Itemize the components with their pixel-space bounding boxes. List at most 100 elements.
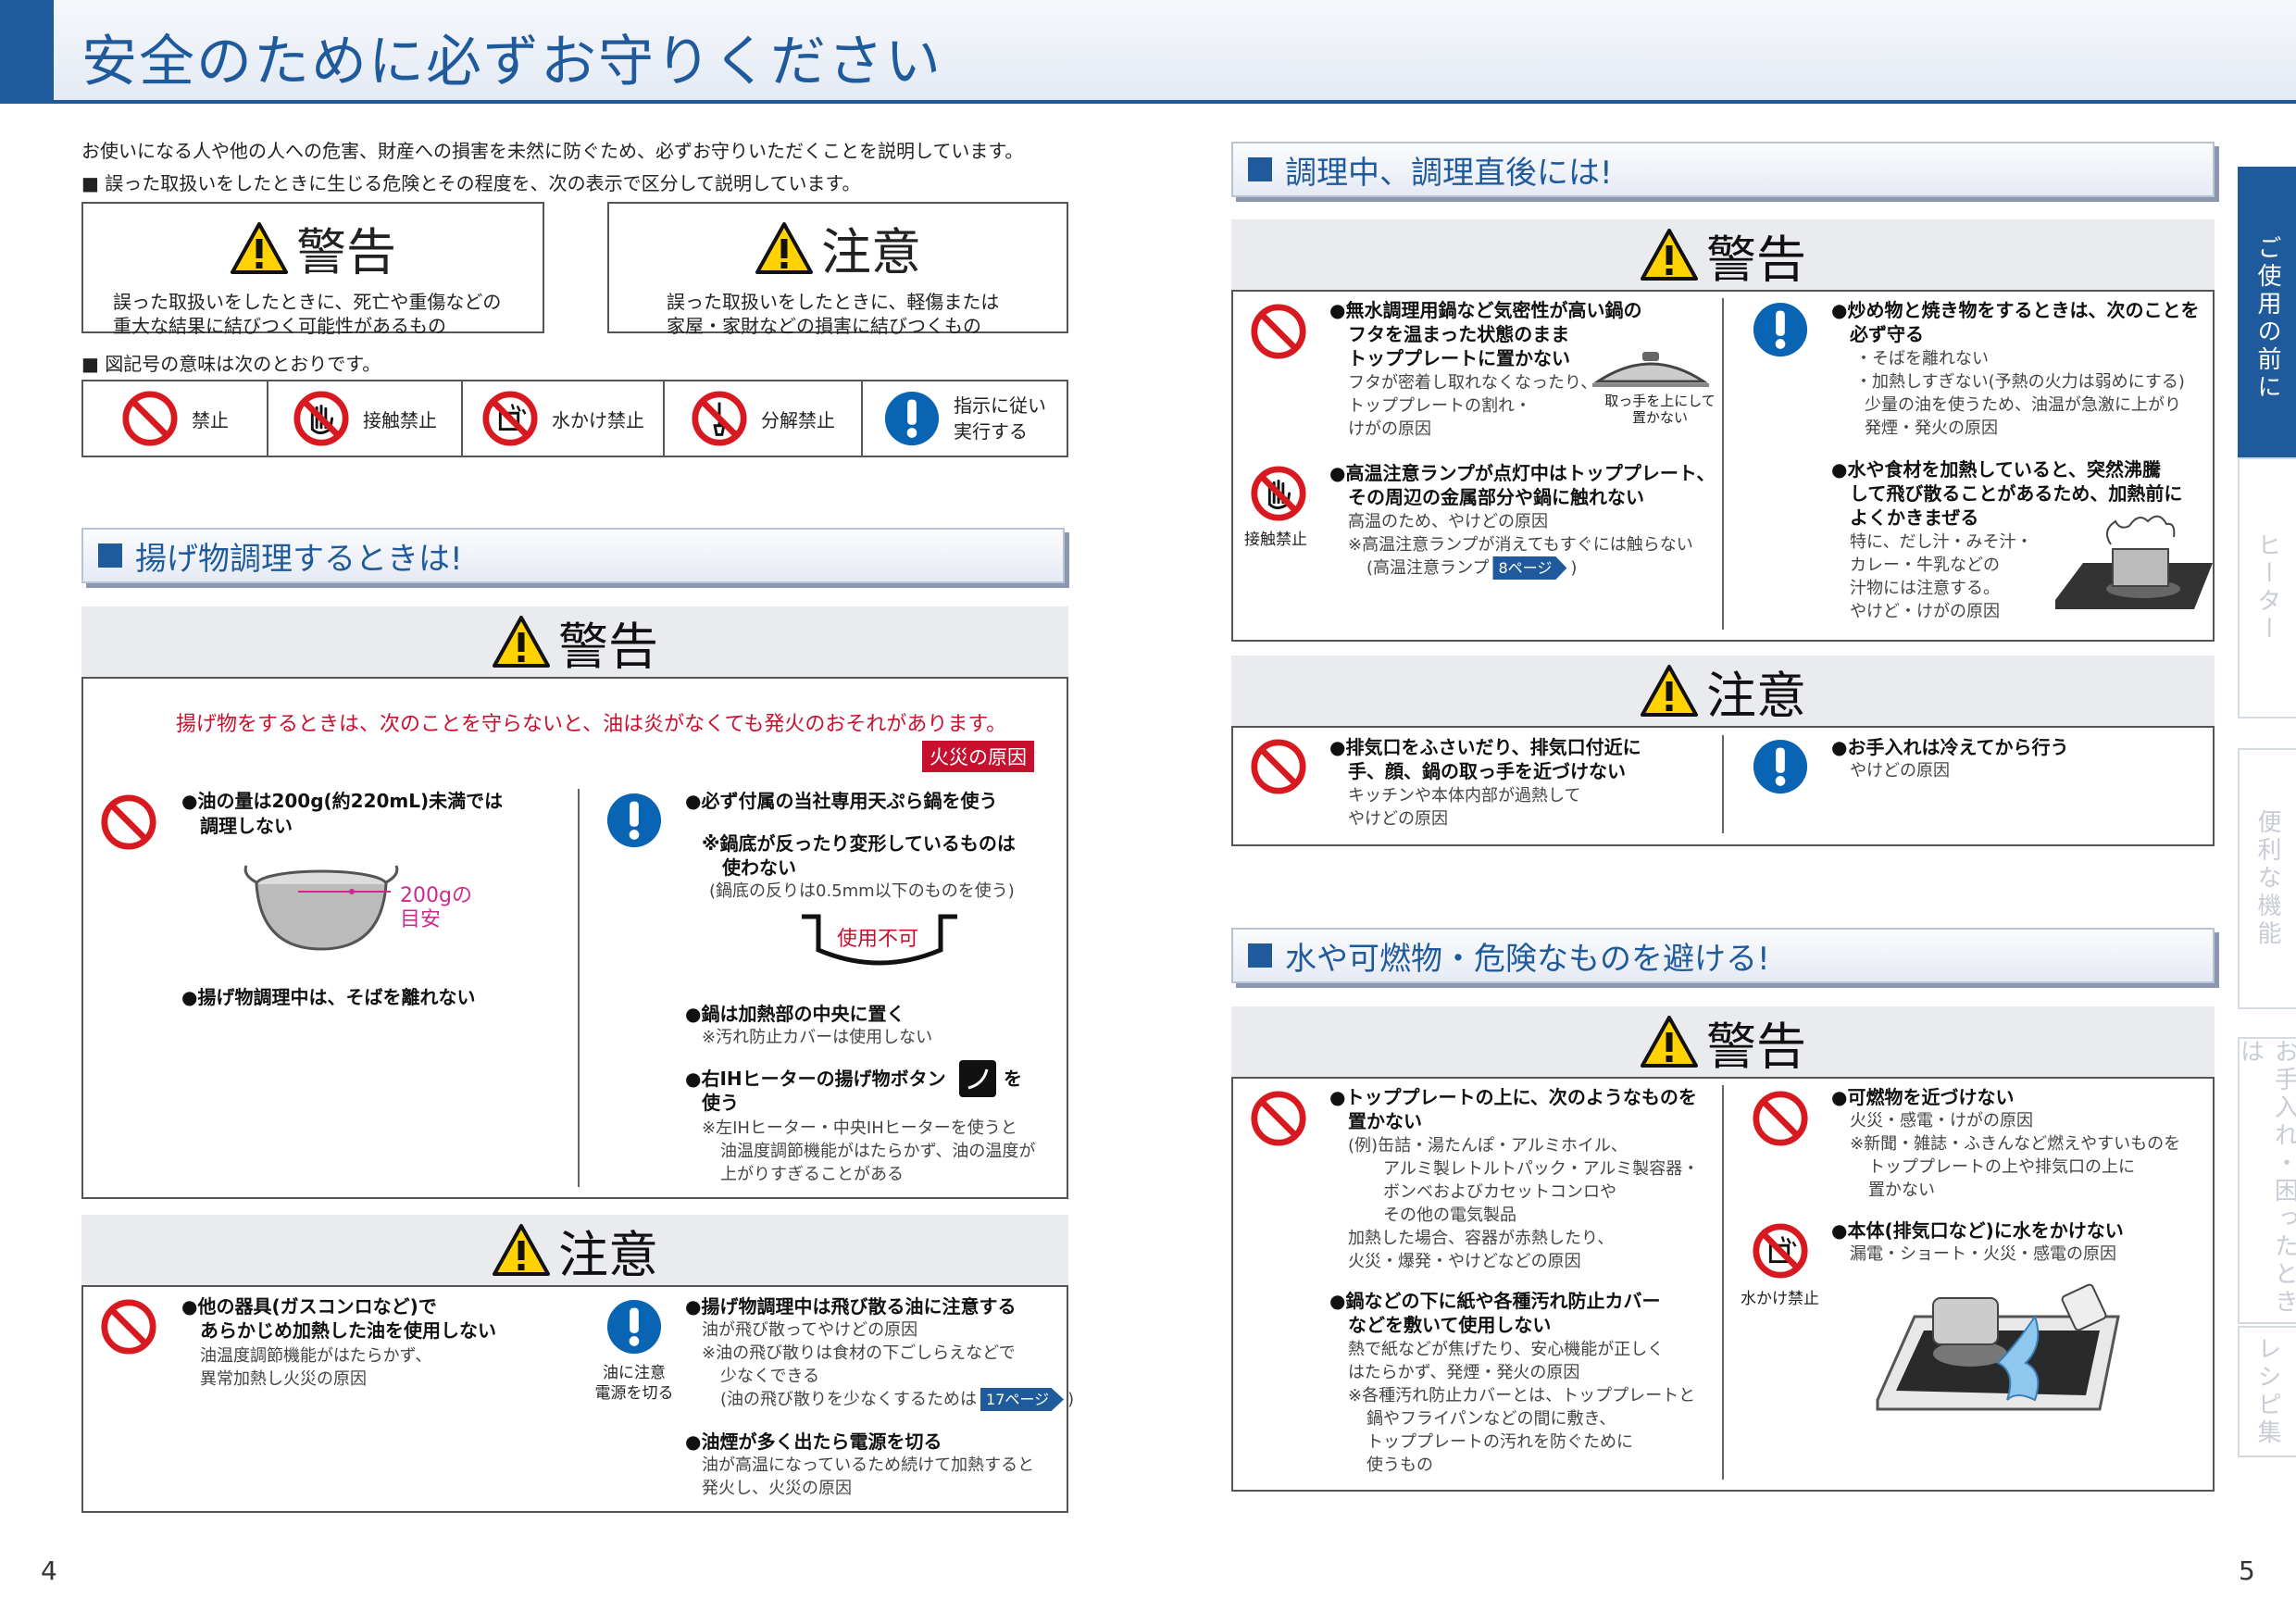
prohibited-icon: [100, 793, 157, 851]
intro-line2: ■ 誤った取扱いをしたときに生じる危険とその程度を、次の表示で区分して説明してい…: [81, 172, 861, 194]
water-rule-paper: ●鍋などの下に紙や各種汚れ防止カバー: [1329, 1290, 1661, 1312]
cook-rule-boil-note4: やけど・けがの原因: [1850, 602, 2000, 621]
unusable-label: 使用不可: [837, 928, 919, 951]
page-ref-8[interactable]: 8ページ: [1492, 556, 1567, 580]
water-rule-items-note5: 加熱した場合、容器が赤熱したり、: [1348, 1229, 1615, 1248]
cook-rule-lid-2: フタを温まった状態のまま: [1348, 323, 1570, 345]
square-bullet-icon: [1248, 943, 1272, 968]
cook-rule-stirfry-note1: ・そばを離れない: [1855, 349, 1989, 369]
divider: [1722, 298, 1724, 630]
legend-no-touch: 接触禁止: [268, 381, 463, 456]
fry-caution-rule3-note1: 油が高温になっているため続けて加熱すると: [702, 1455, 1035, 1475]
water-rule-items-note4: その他の電気製品: [1383, 1206, 1516, 1225]
cook-rule-stirfry: ●炒め物と焼き物をするときは、次のことを: [1831, 299, 2200, 321]
tab-label: ご使用の前に: [2253, 235, 2281, 402]
fry-caution-rule2-note2: ※油の飛び散りは食材の下ごしらえなどで: [702, 1343, 1016, 1363]
water-spill-illustration: [1876, 1283, 2120, 1411]
instruction-icon: [1752, 301, 1809, 358]
tab-label: レシピ集: [2253, 1336, 2281, 1447]
instruction-icon-label: 油に注意電源を切る: [593, 1363, 676, 1404]
fire-cause-badge: 火災の原因: [922, 741, 1034, 772]
water-rule-paper-note2: はたらかず、発煙・発火の原因: [1348, 1363, 1580, 1382]
tab-maintenance[interactable]: お手入れ・困ったときは: [2237, 1037, 2296, 1324]
fry-caution-rule3: ●油煙が多く出たら電源を切る: [685, 1430, 942, 1453]
water-rule-items-note2: アルミ製レトルトパック・アルミ製容器・: [1383, 1159, 1700, 1179]
fry-warning-box: [81, 606, 1068, 1199]
legend-label: 水かけ禁止: [552, 408, 644, 431]
water-rule-items: ●トッププレートの上に、次のようなものを: [1329, 1086, 1697, 1108]
water-rule-items-note1: (例)缶詰・湯たんぽ・アルミホイル、: [1348, 1136, 1628, 1156]
warning-level-desc1: 誤った取扱いをしたときに、死亡や重傷などの: [113, 291, 502, 313]
tab-recipes[interactable]: レシピ集: [2238, 1326, 2296, 1457]
cook-caution-rule1-note1: キッチンや本体内部が過熱して: [1348, 786, 1581, 806]
note-text: (高温注意ランプ: [1366, 558, 1490, 578]
fry-rule-oil-amount: ●油の量は200g(約220mL)未満では: [181, 790, 504, 812]
oil-level-label: 200gの目安: [400, 884, 472, 932]
lid-caption: 取っ手を上にして置かない: [1591, 393, 1729, 426]
warning-level-title: 警告: [296, 223, 396, 281]
oil-level-label-2: 目安: [400, 908, 442, 931]
icon-label-1: 油に注意: [603, 1364, 666, 1382]
caution-triangle-icon: [492, 1223, 551, 1277]
page-number-right: 5: [2239, 1555, 2255, 1586]
lid-illustration: [1592, 352, 1709, 387]
water-warning-header: 警告: [1231, 1006, 2215, 1079]
section-cooking-heading: 調理中、調理直後には!: [1231, 142, 2215, 197]
cook-rule-boil-3: よくかきまぜる: [1850, 506, 1979, 529]
fry-caution-rule2-note3: 少なくできる: [720, 1367, 820, 1386]
legend-label: 分解禁止: [761, 408, 835, 431]
cook-rule-lid-note3: けがの原因: [1348, 419, 1431, 439]
water-rule-flammable: ●可燃物を近づけない: [1831, 1086, 2015, 1108]
warning-triangle-icon: [1640, 1015, 1699, 1068]
cook-caution-rule1-note2: やけどの原因: [1348, 809, 1448, 829]
legend-label: 禁止: [192, 408, 229, 431]
divider: [1722, 1085, 1724, 1480]
fry-caution-rule1: ●他の器具(ガスコンロなど)で: [181, 1295, 437, 1318]
fry-caution-rule1-note2: 異常加熱し火災の原因: [200, 1369, 367, 1389]
tab-label: ヒーター: [2253, 532, 2281, 643]
cook-rule-lid-note2: トッププレートの割れ・: [1348, 396, 1531, 416]
instruction-icon: [883, 390, 941, 447]
tab-heater[interactable]: ヒーター: [2238, 457, 2296, 718]
no-disassembly-icon: [691, 390, 748, 447]
warped-pot-illustration: [802, 914, 957, 966]
symbols-heading: ■ 図記号の意味は次のとおりです。: [81, 353, 381, 375]
warning-triangle-icon: [492, 615, 551, 668]
cook-caution-rule1: ●排気口をふさいだり、排気口付近に: [1329, 736, 1641, 758]
tab-label: お手入れ・困ったときは: [2236, 1039, 2296, 1317]
fry-rule-use-pot: ●必ず付属の当社専用天ぷら鍋を使う: [685, 790, 998, 812]
no-water-label: 水かけ禁止: [1741, 1290, 1819, 1308]
header-accent: [0, 0, 54, 100]
fry-caution-header: 注意: [81, 1215, 1068, 1287]
water-rule-items-2: 置かない: [1348, 1110, 1422, 1132]
legend-instruction: 指示に従い実行する: [863, 381, 1067, 456]
water-rule-flammable-note4: 置かない: [1868, 1181, 1935, 1200]
tab-before-use[interactable]: ご使用の前に: [2238, 167, 2296, 470]
section-title: 揚げ物調理するときは!: [135, 540, 463, 578]
tab-functions[interactable]: 便利な機能: [2238, 748, 2296, 1009]
caution-triangle-icon: [1640, 664, 1699, 718]
water-rule-flammable-note1: 火災・感電・けがの原因: [1850, 1111, 2033, 1131]
fry-caution-rule1-2: あらかじめ加熱した油を使用しない: [200, 1319, 496, 1342]
no-touch-icon: [1250, 465, 1307, 522]
fry-caution-rule2: ●揚げ物調理中は飛び散る油に注意する: [685, 1295, 1017, 1318]
fry-caution-rule2-note1: 油が飛び散ってやけどの原因: [702, 1320, 918, 1340]
no-touch-icon: [293, 390, 350, 447]
boiling-pot-illustration: [2055, 515, 2213, 609]
cook-rule-stirfry-2: 必ず守る: [1850, 323, 1924, 345]
cook-rule-stirfry-note3: 少量の油を使うため、油温が急激に上がり: [1865, 395, 2181, 415]
box-title: 注意: [558, 1225, 658, 1284]
cook-rule-boil: ●水や食材を加熱していると、突然沸騰: [1831, 458, 2162, 481]
cook-rule-stirfry-note4: 発煙・発火の原因: [1865, 418, 1998, 438]
legend-label: 指示に従い: [954, 394, 1046, 417]
page-ref-17[interactable]: 17ページ: [980, 1388, 1065, 1411]
water-rule-items-note6: 火災・爆発・やけどなどの原因: [1348, 1252, 1581, 1271]
section-fry-heading: 揚げ物調理するときは!: [81, 528, 1065, 583]
cook-rule-boil-note3: 汁物には注意する。: [1850, 579, 2000, 598]
water-rule-paper-note1: 熱で紙などが焦げたり、安心機能が正しく: [1348, 1340, 1665, 1359]
warning-triangle-icon: [1640, 228, 1699, 281]
fry-warning-header: 警告: [81, 606, 1068, 679]
cook-caution-rule2-note: やけどの原因: [1850, 761, 1950, 781]
box-title: 警告: [1706, 230, 1806, 289]
prohibited-icon: [1250, 1090, 1307, 1147]
